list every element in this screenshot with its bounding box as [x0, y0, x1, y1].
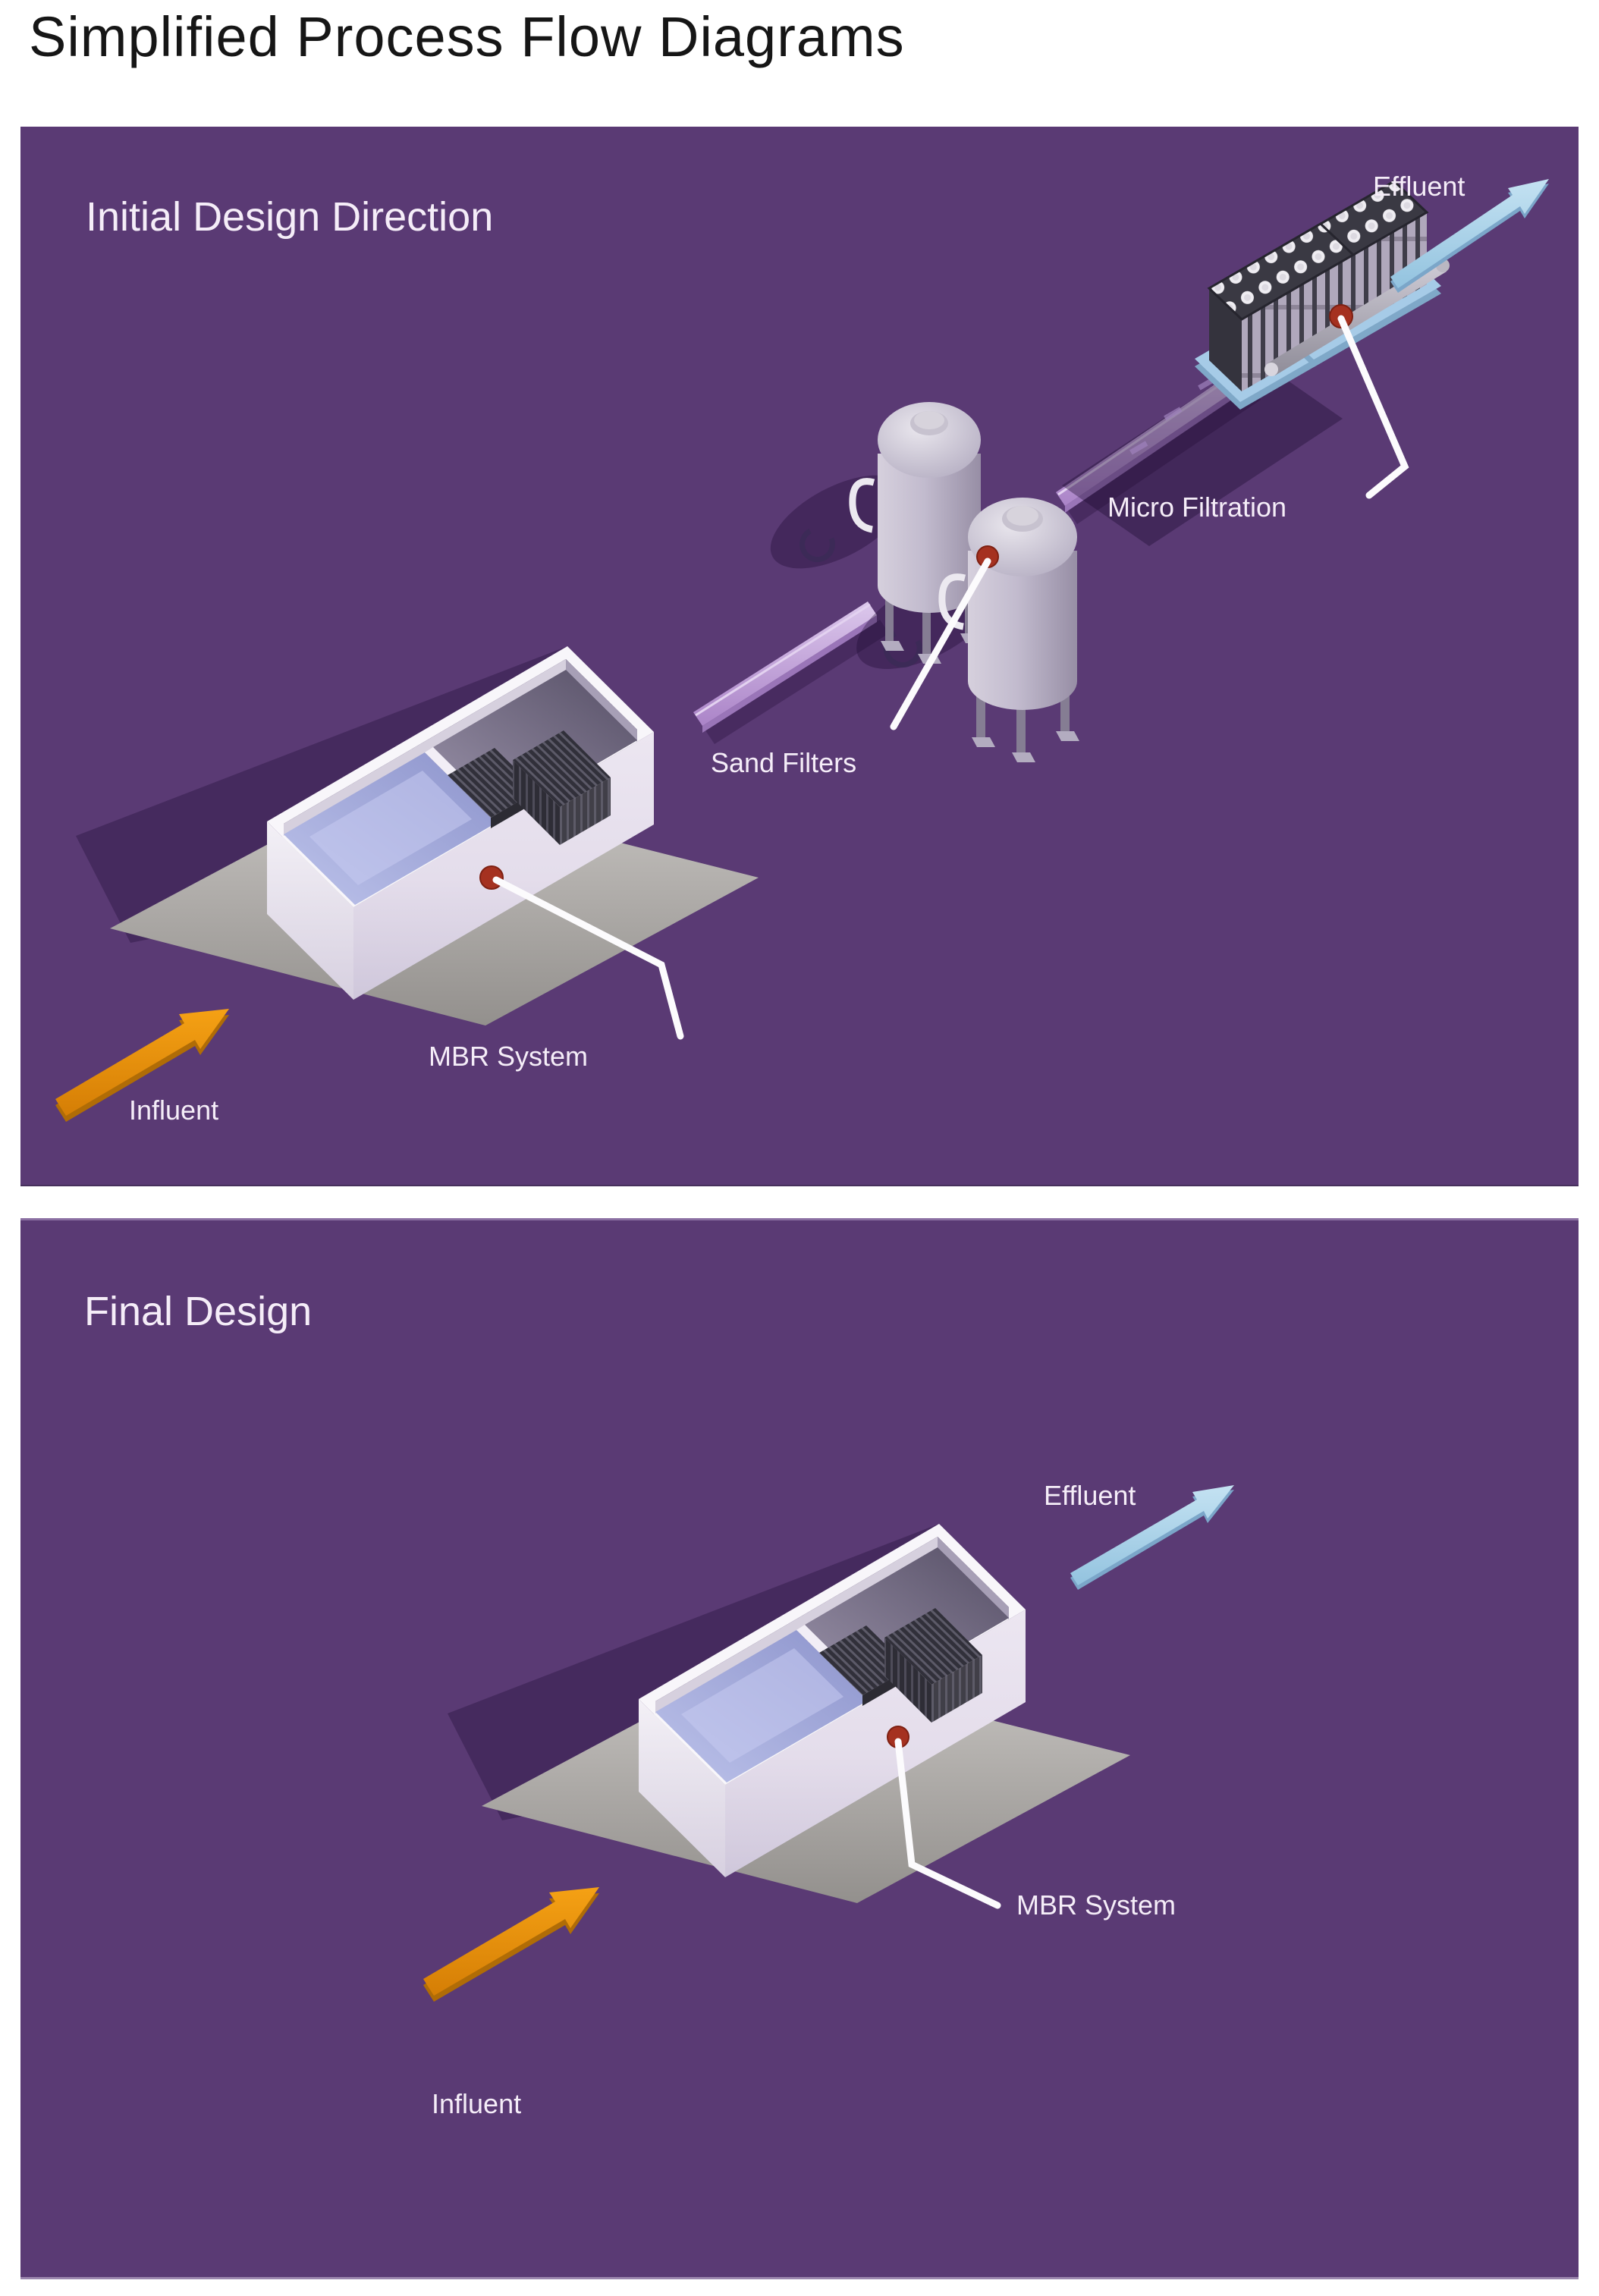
mbr-callout-line-initial [492, 876, 684, 1040]
final-design-diagram: Final Design Influent MBR System Effluen… [84, 1289, 1234, 2119]
page-title: Simplified Process Flow Diagrams [29, 5, 905, 68]
influent-label-initial: Influent [129, 1095, 218, 1126]
mbr-marker-dot-initial [479, 865, 504, 890]
mbr-tank-initial [76, 646, 759, 1026]
effluent-label-initial: Effluent [1373, 171, 1465, 202]
mbr-tank-final [448, 1524, 1130, 1903]
mbr-system-label-final: MBR System [1016, 1889, 1176, 1921]
sand-filter-tank-front [938, 498, 1079, 762]
micro-filtration-label: Micro Filtration [1107, 492, 1286, 523]
effluent-arrow-initial [1390, 179, 1549, 293]
effluent-label-final: Effluent [1044, 1480, 1136, 1511]
sand-filters-callout-line [890, 558, 991, 730]
micro-filtration-shadow [1062, 358, 1343, 546]
influent-label-final: Influent [432, 2088, 521, 2119]
panel-initial-title: Initial Design Direction [86, 194, 493, 240]
mbr-system-label-initial: MBR System [429, 1041, 588, 1072]
sand-filters-label: Sand Filters [711, 747, 856, 778]
initial-design-diagram: Initial Design Direction Influent MBR Sy… [55, 171, 1549, 1126]
influent-arrow-final [423, 1887, 599, 2002]
micro-filtration-callout-line [1337, 315, 1409, 499]
pipe-mbr-to-sandfilters [693, 601, 889, 744]
pipe-sandfilters-to-microfiltration [1056, 368, 1261, 524]
influent-arrow-initial [55, 1009, 229, 1122]
mbr-callout-line-final [894, 1738, 1001, 1909]
panel-final-title: Final Design [84, 1289, 312, 1334]
effluent-arrow-final [1070, 1485, 1234, 1590]
